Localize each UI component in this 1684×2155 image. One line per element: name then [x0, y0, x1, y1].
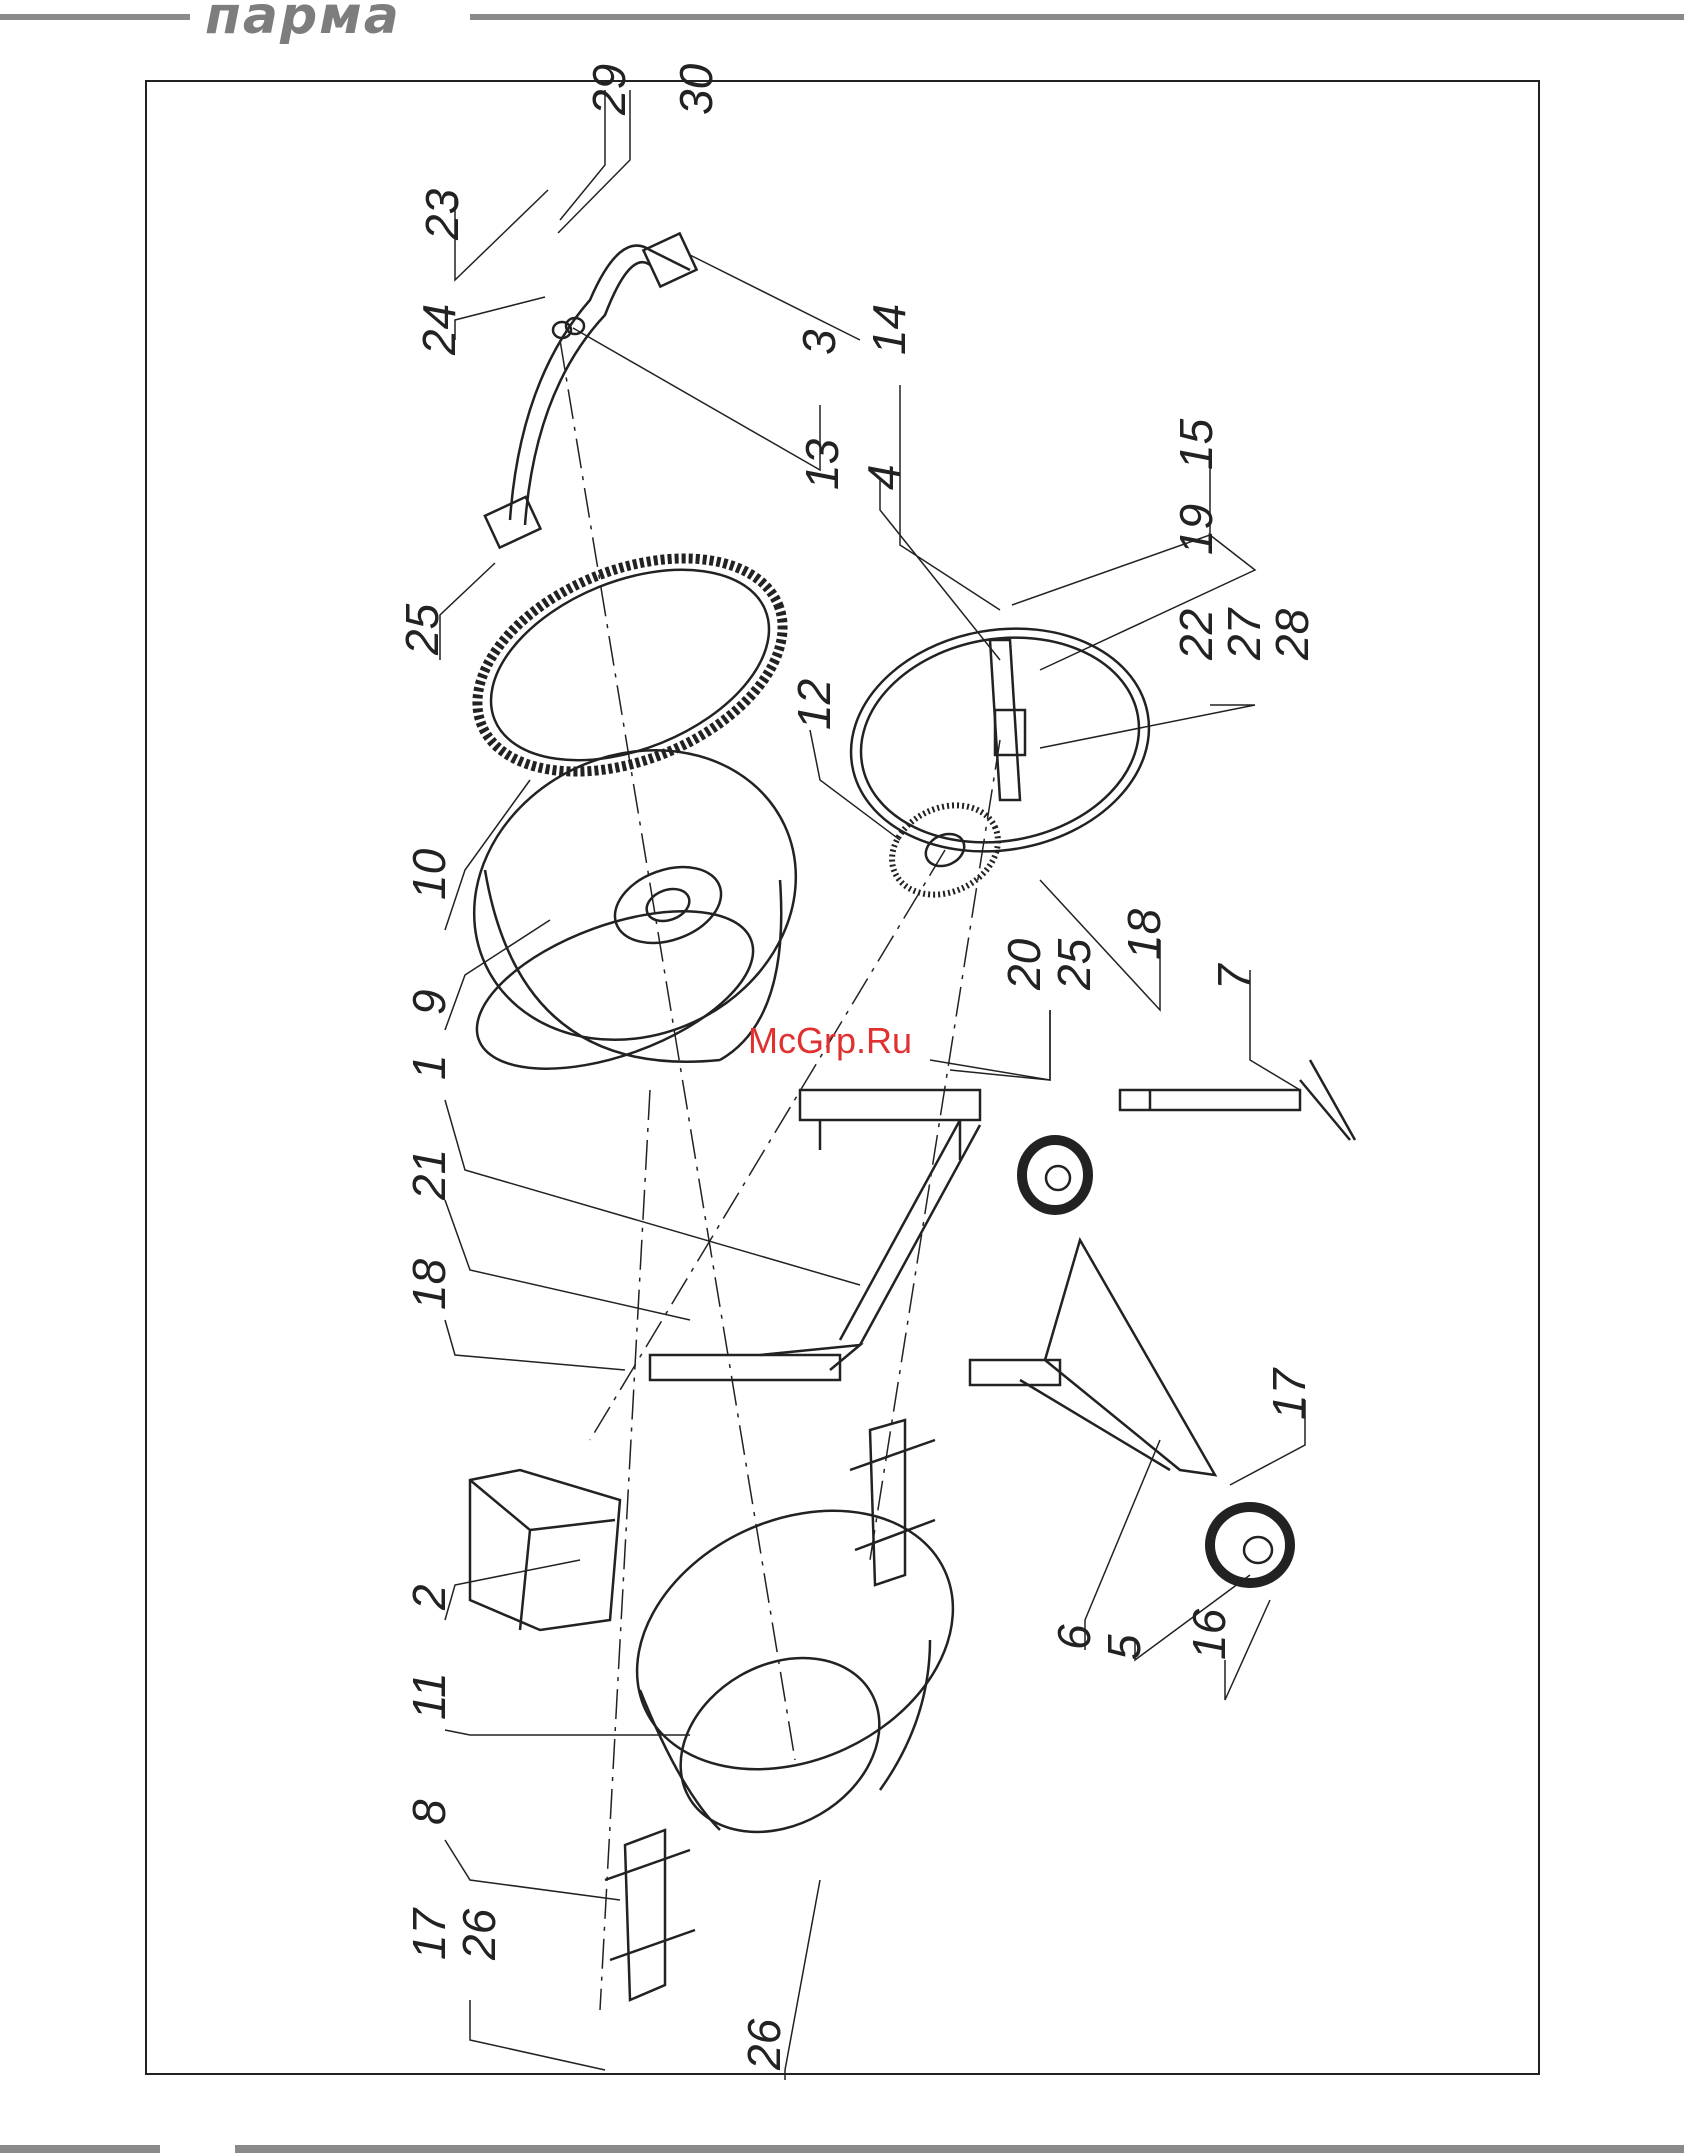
callout-c17a: 17	[1263, 1367, 1315, 1420]
axle-frame	[970, 1240, 1215, 1475]
wheel-lower	[1210, 1507, 1290, 1583]
callout-c25b: 25	[1048, 938, 1100, 991]
callout-c13: 13	[796, 438, 848, 490]
callout-c23: 23	[416, 188, 468, 241]
footer-rule-right	[235, 2145, 1684, 2153]
assembly-centerlines	[560, 340, 1000, 2010]
callout-c22: 22	[1170, 609, 1222, 661]
callout-c17b: 17	[403, 1907, 455, 1960]
callout-c16: 16	[1183, 1608, 1235, 1660]
footer-rule-left	[0, 2145, 160, 2153]
gear-ring	[446, 517, 814, 813]
callout-c18a: 18	[1118, 908, 1170, 960]
callout-c26b: 26	[738, 2018, 790, 2071]
bracket-upper	[850, 1420, 935, 1585]
callout-c14: 14	[863, 304, 915, 355]
callout-c21: 21	[403, 1149, 455, 1201]
callout-c19: 19	[1170, 504, 1222, 555]
callout-c25a: 25	[396, 603, 448, 656]
wheel-upper	[1022, 1140, 1088, 1210]
callout-c11: 11	[403, 1672, 455, 1720]
callout-leaders	[440, 90, 1305, 2080]
drum-top	[595, 1462, 996, 1867]
callout-c24: 24	[413, 304, 465, 356]
callout-c8: 8	[403, 1799, 455, 1825]
callout-c20: 20	[998, 938, 1050, 991]
callout-c4: 4	[858, 464, 910, 490]
callout-c1: 1	[403, 1054, 455, 1080]
callout-c26a: 26	[453, 1908, 505, 1961]
drive-arm	[485, 233, 697, 547]
stand-leg	[1120, 1060, 1355, 1140]
callout-c28: 28	[1266, 608, 1318, 661]
callout-c3: 3	[793, 329, 845, 355]
watermark: McGrp.Ru	[748, 1020, 912, 1062]
callout-c30: 30	[670, 63, 722, 115]
callout-c12: 12	[788, 679, 840, 730]
callout-c15: 15	[1170, 418, 1222, 470]
bracket-lower	[605, 1830, 695, 2000]
callout-c6: 6	[1048, 1624, 1100, 1650]
main-frame	[650, 1090, 980, 1380]
callout-c27: 27	[1218, 607, 1270, 661]
callout-c2: 2	[403, 1584, 455, 1611]
callout-c9: 9	[403, 989, 455, 1015]
callout-c7: 7	[1208, 963, 1260, 990]
callout-c5: 5	[1098, 1634, 1150, 1660]
callout-c10: 10	[403, 848, 455, 900]
callout-c29: 29	[583, 64, 635, 116]
motor-box	[470, 1470, 620, 1630]
callout-c18b: 18	[403, 1258, 455, 1310]
